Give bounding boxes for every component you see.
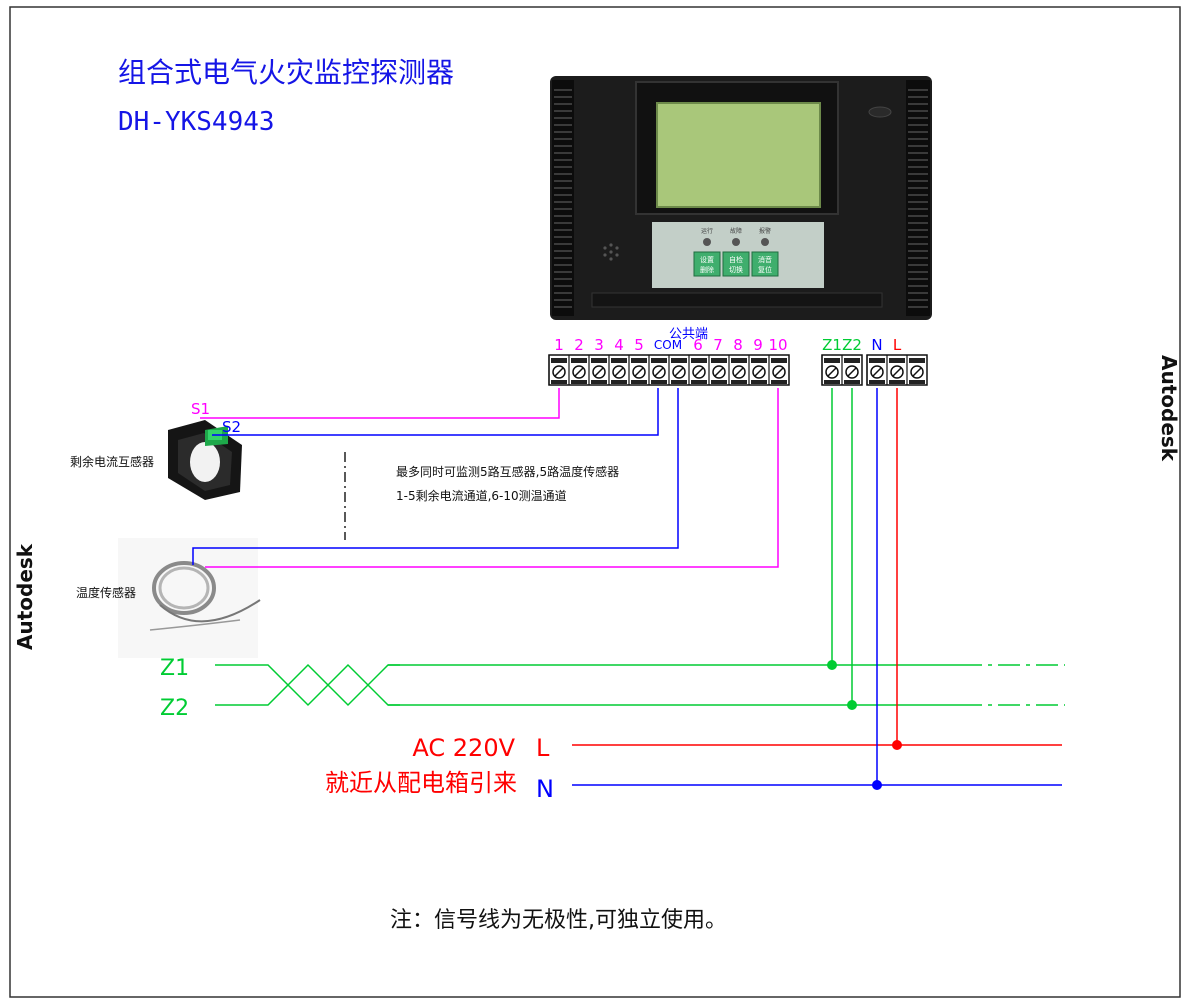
terminal-screw-icon[interactable]	[692, 365, 706, 379]
power-l-label: L	[536, 734, 550, 762]
terminal-screw-icon[interactable]	[552, 365, 566, 379]
panel-button-label: 设置	[700, 255, 714, 264]
wire-s1-ch1	[200, 388, 560, 419]
temp-sensor-label: 温度传感器	[76, 585, 136, 600]
terminal-label-2: 2	[574, 336, 584, 354]
terminal-label-3: 3	[594, 336, 604, 354]
terminal-screw-icon[interactable]	[772, 365, 786, 379]
terminal-screw-icon[interactable]	[712, 365, 726, 379]
indicator-led	[703, 238, 711, 246]
terminal-label-8: 8	[733, 336, 743, 354]
lcd-screen	[656, 102, 821, 208]
bus-terminal-block	[821, 354, 863, 386]
indicator-led	[732, 238, 740, 246]
temperature-sensor	[118, 538, 261, 658]
rs485-bus	[215, 388, 1065, 707]
z1-junction	[827, 660, 837, 670]
terminal-screw-icon[interactable]	[632, 365, 646, 379]
com-caption: 公共端	[669, 327, 708, 342]
terminal-label-9: 9	[753, 336, 763, 354]
terminal-screw-icon[interactable]	[825, 365, 839, 379]
terminal-label-com: COM	[654, 338, 682, 352]
terminal-screw-icon[interactable]	[845, 365, 859, 379]
power-terminal-block	[866, 354, 928, 386]
terminal-label-power: N	[871, 336, 882, 354]
ir-window-icon	[868, 106, 892, 118]
ct-label: 剩余电流互感器	[70, 454, 154, 469]
detector-device: 运行故障报警 设置删除自检切换消音复位	[550, 76, 932, 320]
power-source: 就近从配电箱引来	[325, 769, 517, 797]
watermark-left: Autodesk	[13, 543, 37, 650]
indicator-label: 运行	[701, 227, 713, 235]
panel-button-label: 自检	[729, 255, 743, 264]
panel-button-label: 消音	[758, 255, 772, 264]
panel-button-label: 切换	[729, 265, 743, 274]
terminal-label-5: 5	[634, 336, 644, 354]
product-name: 组合式电气火灾监控探测器	[118, 56, 454, 89]
terminal-label-4: 4	[614, 336, 624, 354]
footer-note: 注：信号线为无极性,可独立使用。	[390, 908, 727, 933]
z2-junction	[847, 700, 857, 710]
indicator-label: 报警	[759, 227, 771, 235]
terminal-label-bus: Z2	[842, 336, 862, 354]
terminal-screw-icon[interactable]	[910, 365, 924, 379]
wire-temp-com	[192, 388, 679, 565]
terminal-label-6: 6	[693, 336, 703, 354]
terminal-screw-icon[interactable]	[592, 365, 606, 379]
ct-terminal-s2: S2	[222, 418, 241, 436]
terminal-label-bus: Z1	[822, 336, 842, 354]
terminal-label-power: L	[893, 336, 902, 354]
terminal-screw-icon[interactable]	[652, 365, 666, 379]
terminal-screw-icon[interactable]	[870, 365, 884, 379]
terminal-screw-icon[interactable]	[890, 365, 904, 379]
residual-current-transformer	[168, 420, 242, 500]
terminal-screw-icon[interactable]	[572, 365, 586, 379]
speaker-icon	[603, 243, 619, 261]
terminal-label-10: 10	[768, 336, 787, 354]
product-model: DH-YKS4943	[118, 107, 275, 137]
terminal-screw-icon[interactable]	[732, 365, 746, 379]
wire-temp-ch10	[205, 388, 779, 568]
terminal-screw-icon[interactable]	[672, 365, 686, 379]
power-voltage: AC 220V	[412, 734, 515, 762]
power-wiring	[572, 388, 1062, 786]
n-junction	[872, 780, 882, 790]
wire-s2-com	[212, 388, 659, 436]
left-vent-grill	[552, 80, 574, 316]
terminal-label-7: 7	[713, 336, 723, 354]
bus-z2-label: Z2	[160, 696, 189, 721]
bus-z1-label: Z1	[160, 656, 189, 681]
note-channels: 1-5剩余电流通道,6-10测温通道	[396, 488, 567, 503]
l-junction	[892, 740, 902, 750]
watermark-right: Autodesk	[1157, 355, 1181, 462]
signal-wiring	[192, 388, 779, 568]
device-bottom-slot	[591, 292, 883, 308]
terminal-label-1: 1	[554, 336, 564, 354]
indicator-label: 故障	[730, 227, 742, 235]
panel-button-label: 删除	[700, 265, 714, 274]
power-n-label: N	[536, 775, 554, 803]
note-capacity: 最多同时可监测5路互感器,5路温度传感器	[396, 464, 619, 479]
terminal-screw-icon[interactable]	[612, 365, 626, 379]
terminal-screw-icon[interactable]	[752, 365, 766, 379]
signal-terminal-block	[548, 354, 790, 386]
right-vent-grill	[906, 80, 930, 316]
ct-terminal-s1: S1	[191, 400, 210, 418]
panel-button-label: 复位	[758, 265, 772, 274]
indicator-led	[761, 238, 769, 246]
